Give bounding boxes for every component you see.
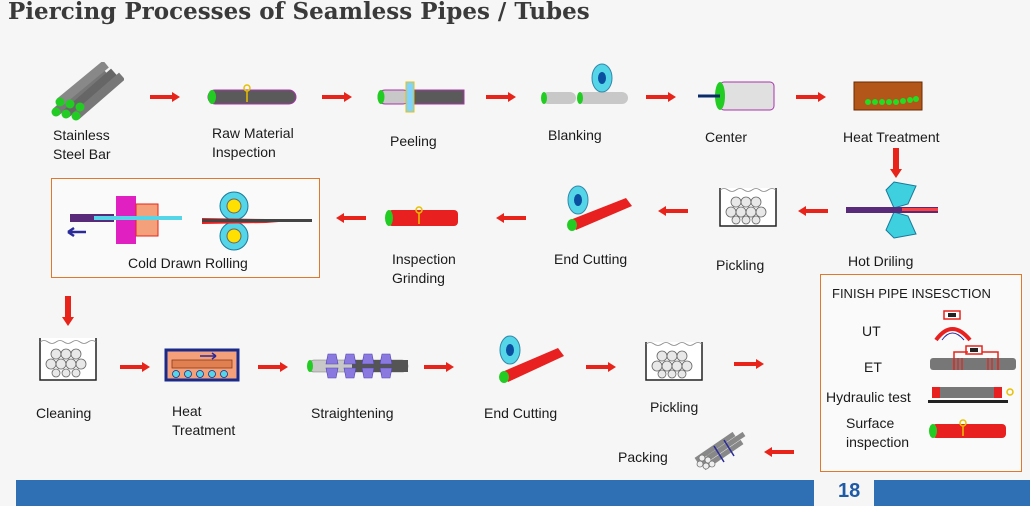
arrow-right-icon [150,92,180,102]
arrow-right-icon [258,362,288,372]
label-cleaning: Cleaning [36,405,92,421]
raw-material-inspection-icon [200,80,300,114]
label-blanking: Blanking [548,127,602,143]
hot-driling-icon [846,180,942,240]
label-peeling: Peeling [390,133,437,149]
arrow-right-icon [120,362,150,372]
label-hot-driling: Hot Driling [848,253,914,269]
label-end-cutting-2: End Cutting [484,405,558,421]
blanking-icon [536,60,632,110]
label-heat-treatment-2: Heat Treatment [172,403,236,438]
label-pickling-1: Pickling [716,257,765,273]
label-inspection-grinding: Inspection Grinding [392,251,456,286]
page-title: Piercing Processes of Seamless Pipes / T… [8,0,590,25]
hydraulic-test-icon [926,382,1018,406]
label-hydraulic-test: Hydraulic test [826,389,911,405]
arrow-left-icon [798,206,828,216]
cold-drawing-icon [64,192,184,248]
label-cold-drawn-rolling: Cold Drawn Rolling [128,255,248,271]
label-center: Center [705,129,748,145]
label-heat-treatment-1: Heat Treatment [843,129,940,145]
arrow-down-icon [62,296,74,326]
et-coil-icon [928,344,1018,374]
label-raw-material-inspection: Raw Material Inspection [212,125,294,160]
surface-inspection-icon [926,418,1010,442]
arrow-right-icon [734,359,764,369]
finish-inspection-title: FINISH PIPE INSESCTION [832,286,991,301]
arrow-right-icon [486,92,516,102]
heat-treatment-furnace-2-icon [164,348,240,382]
label-stainless-steel-bar: Stainless Steel Bar [53,127,111,162]
end-cutting-icon [556,184,636,234]
arrow-left-icon [336,213,366,223]
end-cutting-2-icon [488,334,568,386]
arrow-right-icon [322,92,352,102]
center-icon [690,76,780,116]
rolling-icon [196,188,312,252]
cleaning-tank-icon [36,330,100,384]
label-ut: UT [862,323,881,339]
pickling-tank-icon [716,180,780,230]
arrow-down-icon [890,148,902,178]
packing-bundle-icon [690,430,750,472]
label-packing: Packing [618,449,668,465]
label-surface-inspection: Surface inspection [846,415,910,450]
arrow-left-icon [496,213,526,223]
pickling-tank-2-icon [642,334,706,384]
arrow-right-icon [796,92,826,102]
footer-bar [16,480,814,506]
heat-treatment-furnace-icon [852,80,924,112]
label-end-cutting-1: End Cutting [554,251,628,267]
straightening-icon [302,350,412,382]
footer-bar-right [874,480,1030,506]
arrow-right-icon [586,362,616,372]
stainless-steel-bar-icon [44,62,124,122]
arrow-left-icon [764,447,794,457]
finish-inspection-box [820,274,1022,472]
label-pickling-2: Pickling [650,399,699,415]
label-straightening: Straightening [311,405,394,421]
arrow-right-icon [424,362,454,372]
arrow-left-icon [658,206,688,216]
label-et: ET [864,359,882,375]
peeling-icon [372,80,468,114]
arrow-right-icon [646,92,676,102]
inspection-grinding-icon [382,204,462,230]
page-number: 18 [838,480,861,502]
cold-drawn-rolling-box [51,178,320,278]
ut-probe-icon [932,308,976,342]
